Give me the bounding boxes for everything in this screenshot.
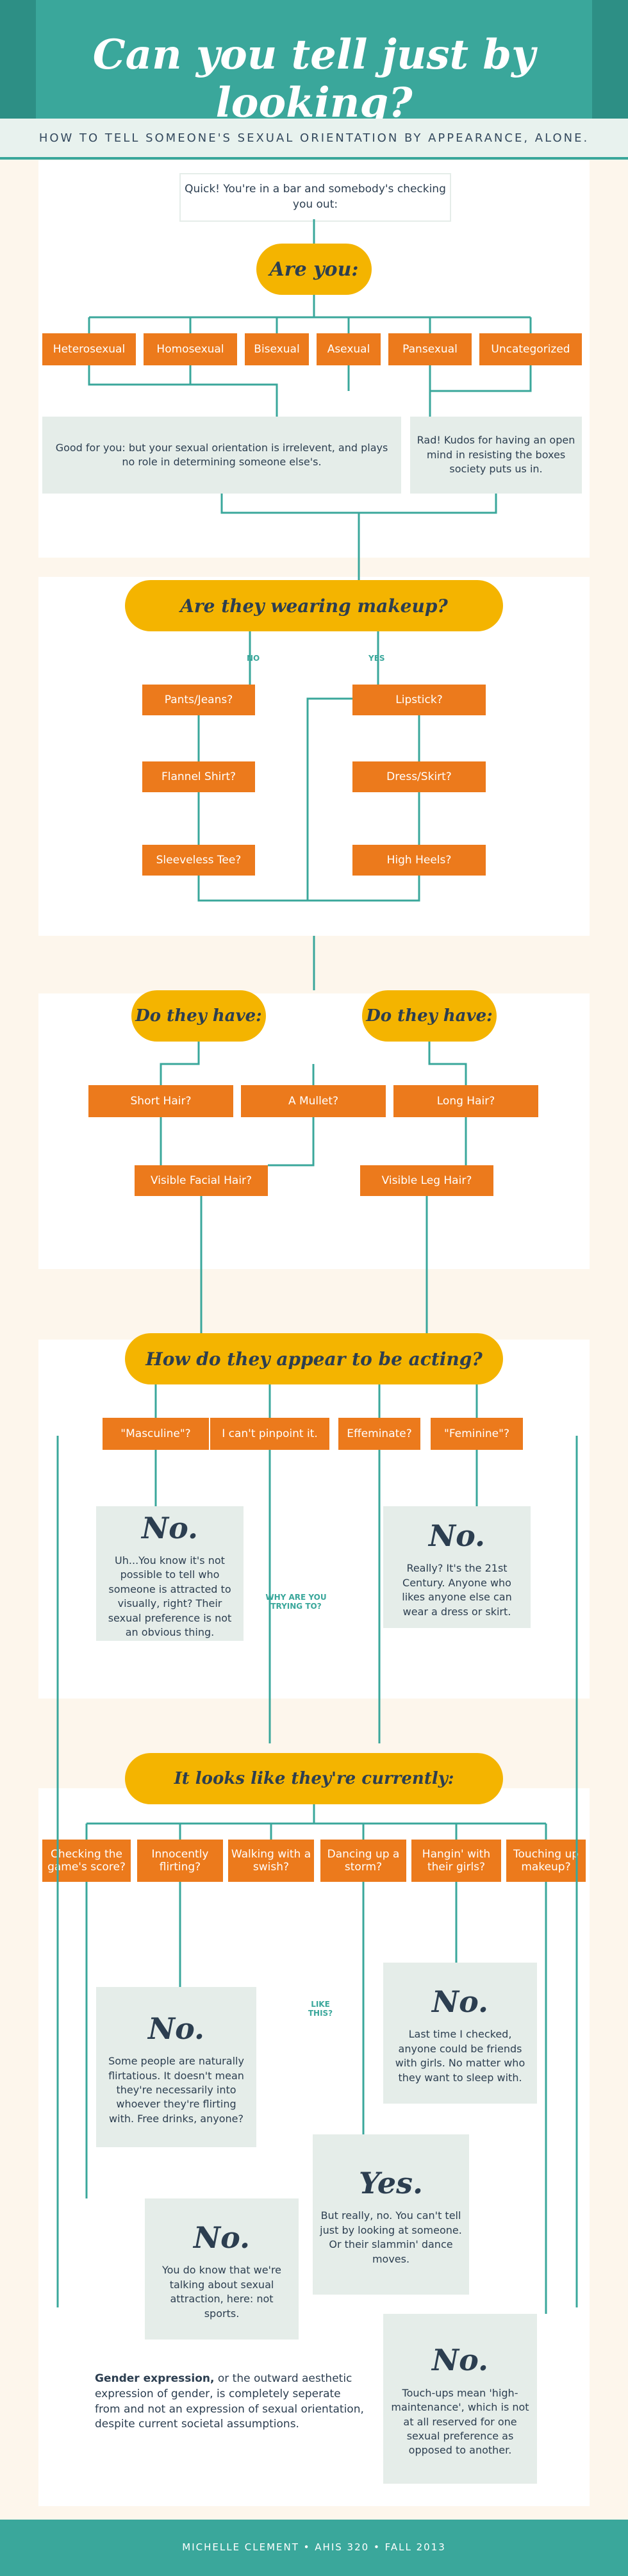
tag-like-this: LIKE THIS? xyxy=(308,2000,333,2018)
option-flirting: Innocently flirting? xyxy=(137,1840,223,1882)
option-asexual: Asexual xyxy=(317,333,381,365)
note-dancing-text: But really, no. You can't tell just by l… xyxy=(320,2209,462,2265)
gender-expression-note: Gender expression, or the outward aesthe… xyxy=(95,2372,364,2432)
tag-no: NO xyxy=(247,654,260,663)
option-dancing: Dancing up a storm? xyxy=(320,1840,406,1882)
subtitle-bar xyxy=(0,119,628,160)
note-hangin: No. Last time I checked, anyone could be… xyxy=(383,1963,537,2104)
note-score-text: You do know that we're talking about sex… xyxy=(161,2264,282,2320)
question-heels: High Heels? xyxy=(352,845,486,876)
question-lipstick: Lipstick? xyxy=(352,685,486,715)
note-acting-no-right-text: Really? It's the 21st Century. Anyone wh… xyxy=(402,1562,512,1618)
option-short-hair: Short Hair? xyxy=(88,1085,233,1117)
gender-expression-text: or the outward aesthetic expression of g… xyxy=(95,2372,364,2431)
note-dancing-heading: Yes. xyxy=(358,2166,424,2201)
option-pansexual: Pansexual xyxy=(388,333,472,365)
note-flirting-heading: No. xyxy=(148,2011,204,2046)
question-sleeveless: Sleeveless Tee? xyxy=(142,845,255,876)
option-homosexual: Homosexual xyxy=(144,333,237,365)
note-acting-no-left: No. Uh...You know it's not possible to t… xyxy=(96,1506,244,1641)
note-rad: Rad! Kudos for having an open mind in re… xyxy=(410,417,582,494)
title-acting: How do they appear to be acting? xyxy=(125,1333,503,1384)
option-feminine: "Feminine"? xyxy=(431,1418,523,1450)
note-acting-no-left-heading: No. xyxy=(142,1510,198,1545)
header-banner xyxy=(0,0,628,119)
ribbon-left xyxy=(0,0,36,119)
option-swish: Walking with a swish? xyxy=(228,1840,314,1882)
note-flirting-text: Some people are naturally flirtatious. I… xyxy=(108,2055,244,2125)
note-irrelevant-text: Good for you: but your sexual orientatio… xyxy=(55,441,388,468)
intro-text: Quick! You're in a bar and somebody's ch… xyxy=(179,173,451,222)
tag-why-trying: WHY ARE YOU TRYING TO? xyxy=(265,1593,327,1611)
page-title: Can you tell just by looking? xyxy=(92,31,536,127)
footer-credit: MICHELLE CLEMENT • AHIS 320 • FALL 2013 xyxy=(182,2541,446,2553)
note-score: No. You do know that we're talking about… xyxy=(145,2198,299,2339)
section-have xyxy=(38,993,590,1269)
option-cant-pinpoint: I can't pinpoint it. xyxy=(210,1418,329,1450)
note-hangin-text: Last time I checked, anyone could be fri… xyxy=(395,2028,525,2084)
option-makeup: Touching up makeup? xyxy=(506,1840,586,1882)
title-have-right: Do they have: xyxy=(362,990,497,1042)
option-masculine: "Masculine"? xyxy=(103,1418,209,1450)
question-facial-hair: Visible Facial Hair? xyxy=(135,1165,268,1196)
question-flannel: Flannel Shirt? xyxy=(142,761,255,792)
option-long-hair: Long Hair? xyxy=(393,1085,538,1117)
page-subtitle: HOW TO TELL SOMEONE'S SEXUAL ORIENTATION… xyxy=(38,131,590,145)
note-rad-text: Rad! Kudos for having an open mind in re… xyxy=(417,434,575,476)
note-irrelevant: Good for you: but your sexual orientatio… xyxy=(42,417,401,494)
note-score-heading: No. xyxy=(194,2220,250,2256)
note-hangin-heading: No. xyxy=(432,1984,488,2020)
footer-bar xyxy=(0,2520,628,2576)
note-acting-no-left-text: Uh...You know it's not possible to tell … xyxy=(108,1554,232,1638)
option-uncategorized: Uncategorized xyxy=(479,333,582,365)
option-hangin: Hangin' with their girls? xyxy=(411,1840,501,1882)
option-mullet: A Mullet? xyxy=(241,1085,386,1117)
note-dancing: Yes. But really, no. You can't tell just… xyxy=(313,2134,469,2295)
note-touchup: No. Touch-ups mean 'high-maintenance', w… xyxy=(383,2314,537,2484)
option-checking-score: Checking the game's score? xyxy=(42,1840,131,1882)
question-dress: Dress/Skirt? xyxy=(352,761,486,792)
question-pants: Pants/Jeans? xyxy=(142,685,255,715)
note-touchup-text: Touch-ups mean 'high-maintenance', which… xyxy=(391,2386,529,2457)
option-bisexual: Bisexual xyxy=(245,333,309,365)
option-effeminate: Effeminate? xyxy=(338,1418,420,1450)
title-currently: It looks like they're currently: xyxy=(125,1753,503,1804)
tag-yes: YES xyxy=(368,654,385,663)
gender-expression-term: Gender expression, xyxy=(95,2372,215,2385)
note-touchup-heading: No. xyxy=(432,2343,488,2378)
title-are-you: Are you: xyxy=(256,244,372,295)
title-makeup: Are they wearing makeup? xyxy=(125,580,503,631)
note-flirting: No. Some people are naturally flirtatiou… xyxy=(96,1987,256,2147)
note-acting-no-right-heading: No. xyxy=(429,1518,485,1554)
option-heterosexual: Heterosexual xyxy=(42,333,136,365)
question-leg-hair: Visible Leg Hair? xyxy=(360,1165,493,1196)
ribbon-right xyxy=(592,0,628,119)
title-have-left: Do they have: xyxy=(131,990,266,1042)
note-acting-no-right: No. Really? It's the 21st Century. Anyon… xyxy=(383,1506,531,1628)
